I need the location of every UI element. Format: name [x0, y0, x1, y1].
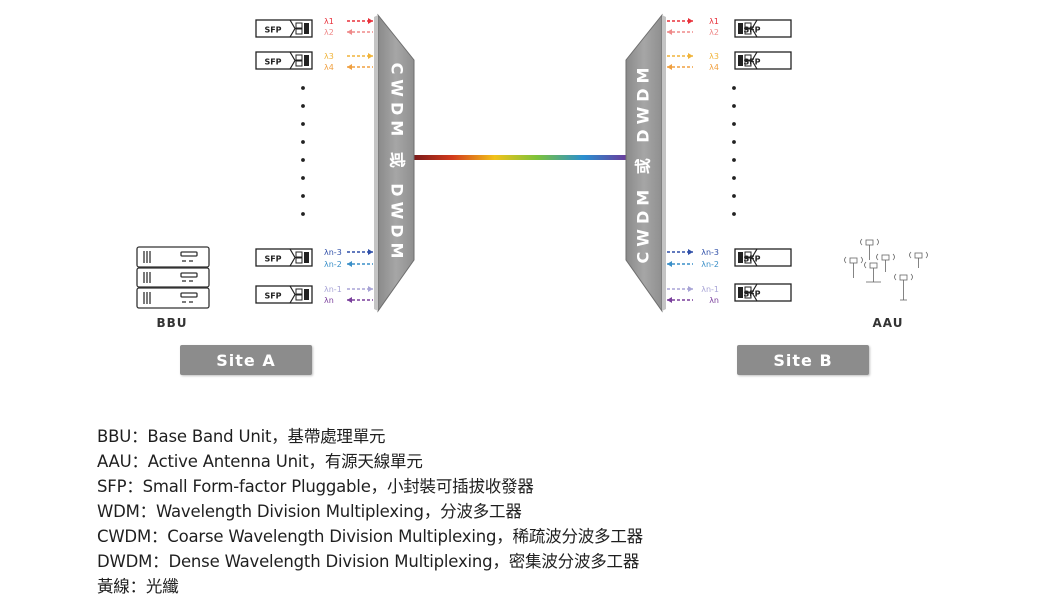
bbu-label: BBU	[156, 316, 187, 330]
sfp-module-b-4: SFP	[734, 283, 792, 302]
right-mux: CWDM 或 DWDM	[625, 13, 666, 313]
site-b-label: Site B	[737, 345, 869, 375]
wavelength-label: λ2	[324, 28, 334, 37]
ellipsis-dot	[301, 176, 305, 180]
wavelength-label: λ3	[324, 52, 334, 61]
wavelength-ln3-b: λn-3	[667, 248, 719, 257]
aau-label: AAU	[873, 316, 904, 330]
wavelength-l2-a: λ2	[324, 28, 373, 37]
sfp-label: SFP	[264, 292, 281, 301]
ellipsis-dot	[732, 86, 736, 90]
left-mux: CWDM 或 DWDM	[374, 13, 415, 313]
wavelength-label: λn	[324, 296, 334, 305]
site-a-label: Site A	[180, 345, 312, 375]
wavelength-ln-a: λn	[324, 296, 373, 305]
wavelength-label: λn-3	[701, 248, 719, 257]
ellipsis-dot	[301, 86, 305, 90]
sfp-module-a-3: SFP	[255, 248, 313, 267]
sfp-module-b-2: SFP	[734, 51, 792, 70]
wavelength-l3-a: λ3	[324, 52, 373, 61]
wavelength-l3-b: λ3	[667, 52, 719, 61]
ellipsis-dot	[732, 212, 736, 216]
legend-list: BBU：Base Band Unit，基帶處理單元 AAU：Active Ante…	[97, 424, 643, 599]
sfp-module-a-2: SFP	[255, 51, 313, 70]
sfp-label: SFP	[264, 26, 281, 35]
wavelength-l4-b: λ4	[667, 63, 719, 72]
sfp-label: SFP	[264, 255, 281, 264]
sfp-label: SFP	[743, 290, 760, 299]
wavelength-label: λ1	[709, 17, 719, 26]
wavelength-l4-a: λ4	[324, 63, 373, 72]
ellipsis-dot	[301, 194, 305, 198]
wavelength-label: λn-2	[324, 260, 342, 269]
wavelength-label: λ2	[709, 28, 719, 37]
ellipsis-dot	[301, 140, 305, 144]
legend-item: DWDM：Dense Wavelength Division Multiplex…	[97, 552, 640, 571]
sfp-module-a-4: SFP	[255, 285, 313, 304]
sfp-label: SFP	[743, 58, 760, 67]
wavelength-label: λn-1	[701, 285, 719, 294]
wavelength-l1-a: λ1	[324, 17, 373, 26]
ellipsis-dot	[732, 122, 736, 126]
wavelength-label: λ4	[324, 63, 334, 72]
wavelength-ln1-a: λn-1	[324, 285, 373, 294]
wavelength-label: λn-1	[324, 285, 342, 294]
wavelength-ln1-b: λn-1	[667, 285, 719, 294]
legend-item: AAU：Active Antenna Unit，有源天線單元	[97, 452, 423, 471]
wavelength-label: λn	[709, 296, 719, 305]
fiber-line	[414, 155, 626, 160]
ellipsis-dot	[301, 212, 305, 216]
wavelength-ln3-a: λn-3	[324, 248, 373, 257]
wavelength-label: λ4	[709, 63, 719, 72]
ellipsis-dot	[732, 140, 736, 144]
wavelength-label: λn-2	[701, 260, 719, 269]
left-ellipsis-dots	[301, 86, 305, 216]
left-mux-label: CWDM 或 DWDM	[388, 63, 407, 264]
sfp-label: SFP	[743, 255, 760, 264]
legend-item: WDM：Wavelength Division Multiplexing，分波多…	[97, 502, 522, 521]
wavelength-l1-b: λ1	[667, 17, 719, 26]
aau-icon	[844, 238, 928, 301]
ellipsis-dot	[732, 194, 736, 198]
wavelength-label: λ1	[324, 17, 334, 26]
ellipsis-dot	[732, 104, 736, 108]
legend-item: SFP：Small Form-factor Pluggable，小封裝可插拔收發…	[97, 477, 534, 496]
wavelength-ln2-b: λn-2	[667, 260, 719, 269]
sfp-label: SFP	[264, 58, 281, 67]
legend-item: CWDM：Coarse Wavelength Division Multiple…	[97, 527, 643, 546]
ellipsis-dot	[732, 176, 736, 180]
wavelength-label: λn-3	[324, 248, 342, 257]
sfp-module-a-1: SFP	[255, 19, 313, 38]
ellipsis-dot	[732, 158, 736, 162]
ellipsis-dot	[301, 122, 305, 126]
sfp-label: SFP	[743, 26, 760, 35]
legend-item: 黃線：光纖	[97, 577, 179, 596]
bbu-icon	[136, 246, 210, 309]
right-mux-label: CWDM 或 DWDM	[634, 63, 653, 264]
ellipsis-dot	[301, 104, 305, 108]
wavelength-label: λ3	[709, 52, 719, 61]
ellipsis-dot	[301, 158, 305, 162]
right-ellipsis-dots	[732, 86, 736, 216]
sfp-module-b-1: SFP	[734, 19, 792, 38]
wavelength-ln-b: λn	[667, 296, 719, 305]
wavelength-l2-b: λ2	[667, 28, 719, 37]
wavelength-ln2-a: λn-2	[324, 260, 373, 269]
sfp-module-b-3: SFP	[734, 248, 792, 267]
legend-item: BBU：Base Band Unit，基帶處理單元	[97, 427, 386, 446]
